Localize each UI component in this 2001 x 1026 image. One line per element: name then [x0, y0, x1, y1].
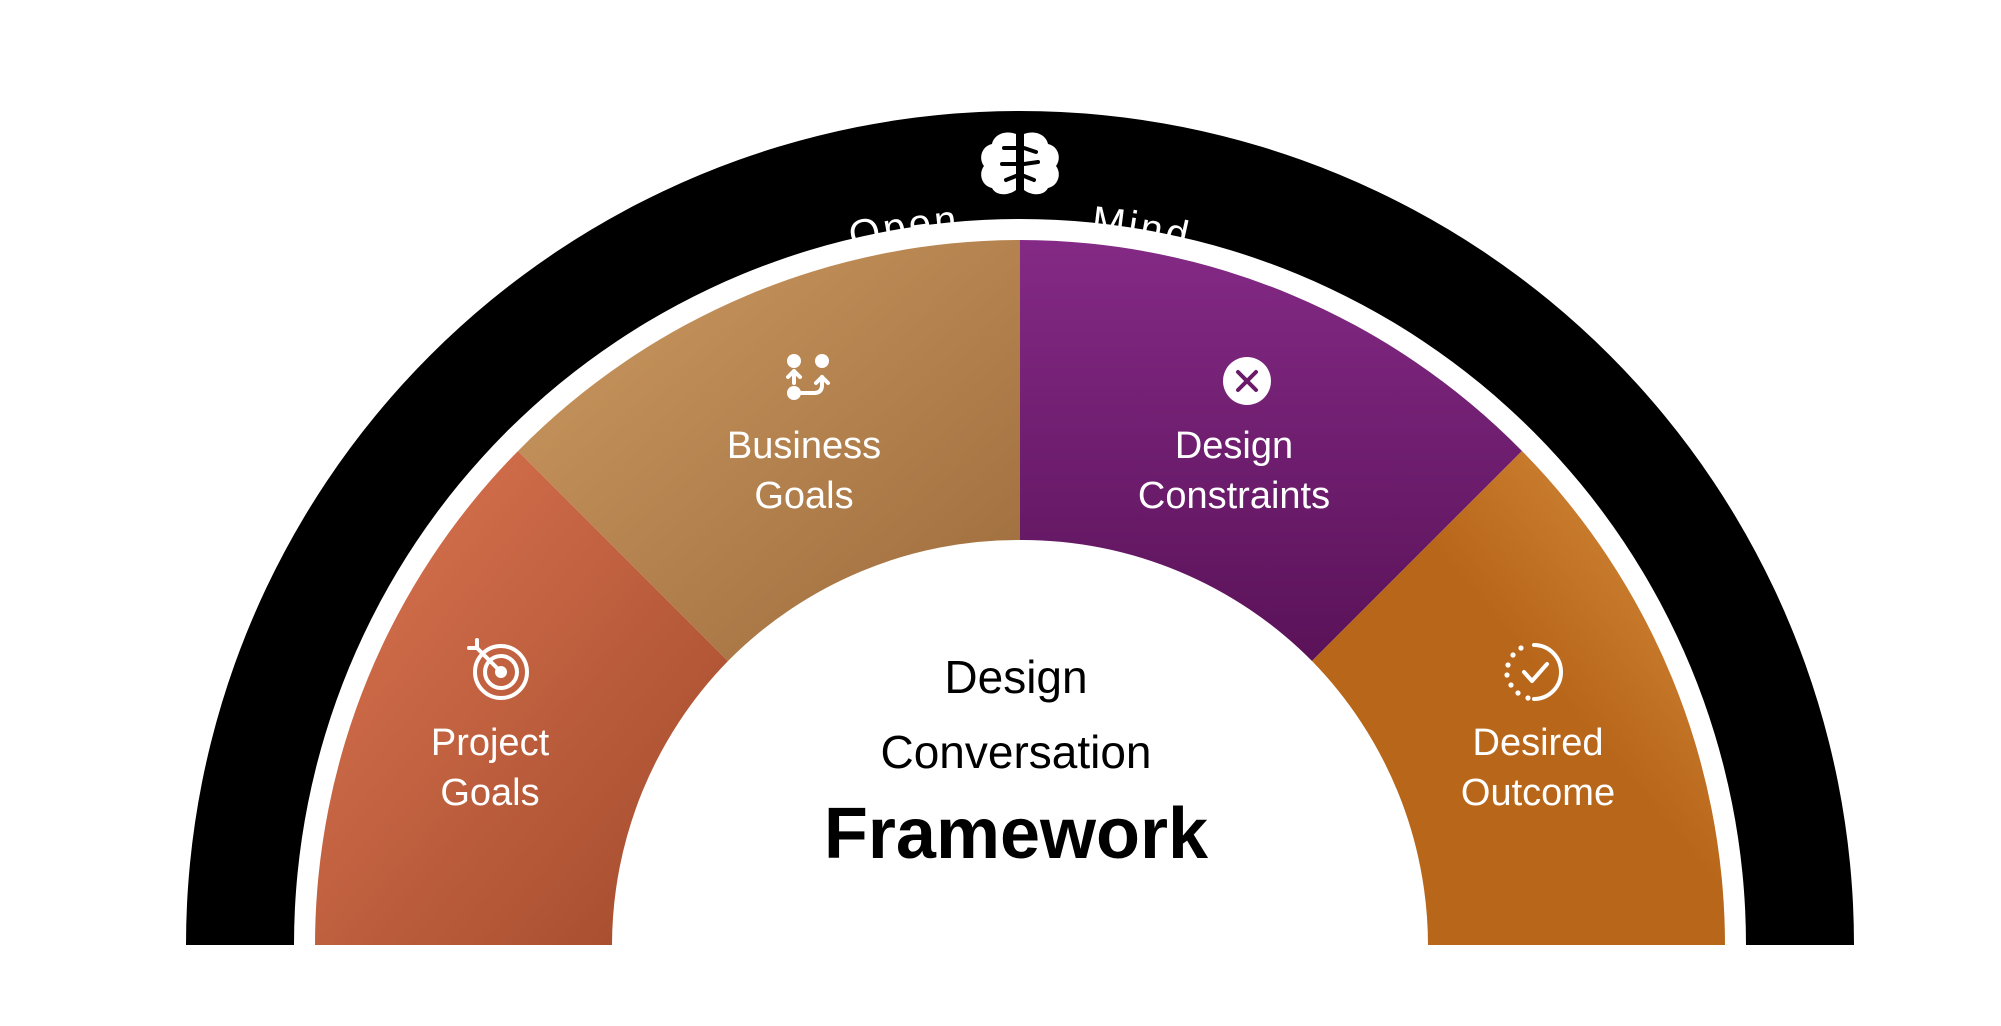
- open-mind-ring: [186, 111, 1854, 945]
- segment-label-desired-outcome: Desired: [1473, 722, 1604, 764]
- segment-label-business-goals: Business: [727, 425, 881, 467]
- center-title-line1: Design: [944, 651, 1087, 703]
- segment-design-constraints: [1020, 240, 1522, 661]
- progress-dots: [1504, 645, 1531, 701]
- center-title-line2: Conversation: [880, 726, 1151, 778]
- center-title-line3: Framework: [824, 794, 1209, 874]
- close-circle-icon: [1223, 357, 1271, 405]
- target-icon: [467, 638, 529, 700]
- segment-project-goals: [315, 451, 728, 945]
- segment-label-desired-outcome-line2: Outcome: [1461, 772, 1615, 814]
- segment-label-project-goals-line2: Goals: [440, 772, 539, 814]
- segment-label-business-goals-line2: Goals: [754, 475, 853, 517]
- segment-label-design-constraints-line2: Constraints: [1138, 475, 1330, 517]
- segment-label-design-constraints: Design: [1175, 425, 1293, 467]
- workflow-icon: [786, 354, 830, 400]
- brain-icon: [981, 132, 1059, 195]
- segment-label-project-goals: Project: [431, 722, 550, 764]
- segment-business-goals: [518, 240, 1020, 661]
- segment-desired-outcome: [1312, 451, 1725, 945]
- progress-check-icon: [1522, 643, 1563, 701]
